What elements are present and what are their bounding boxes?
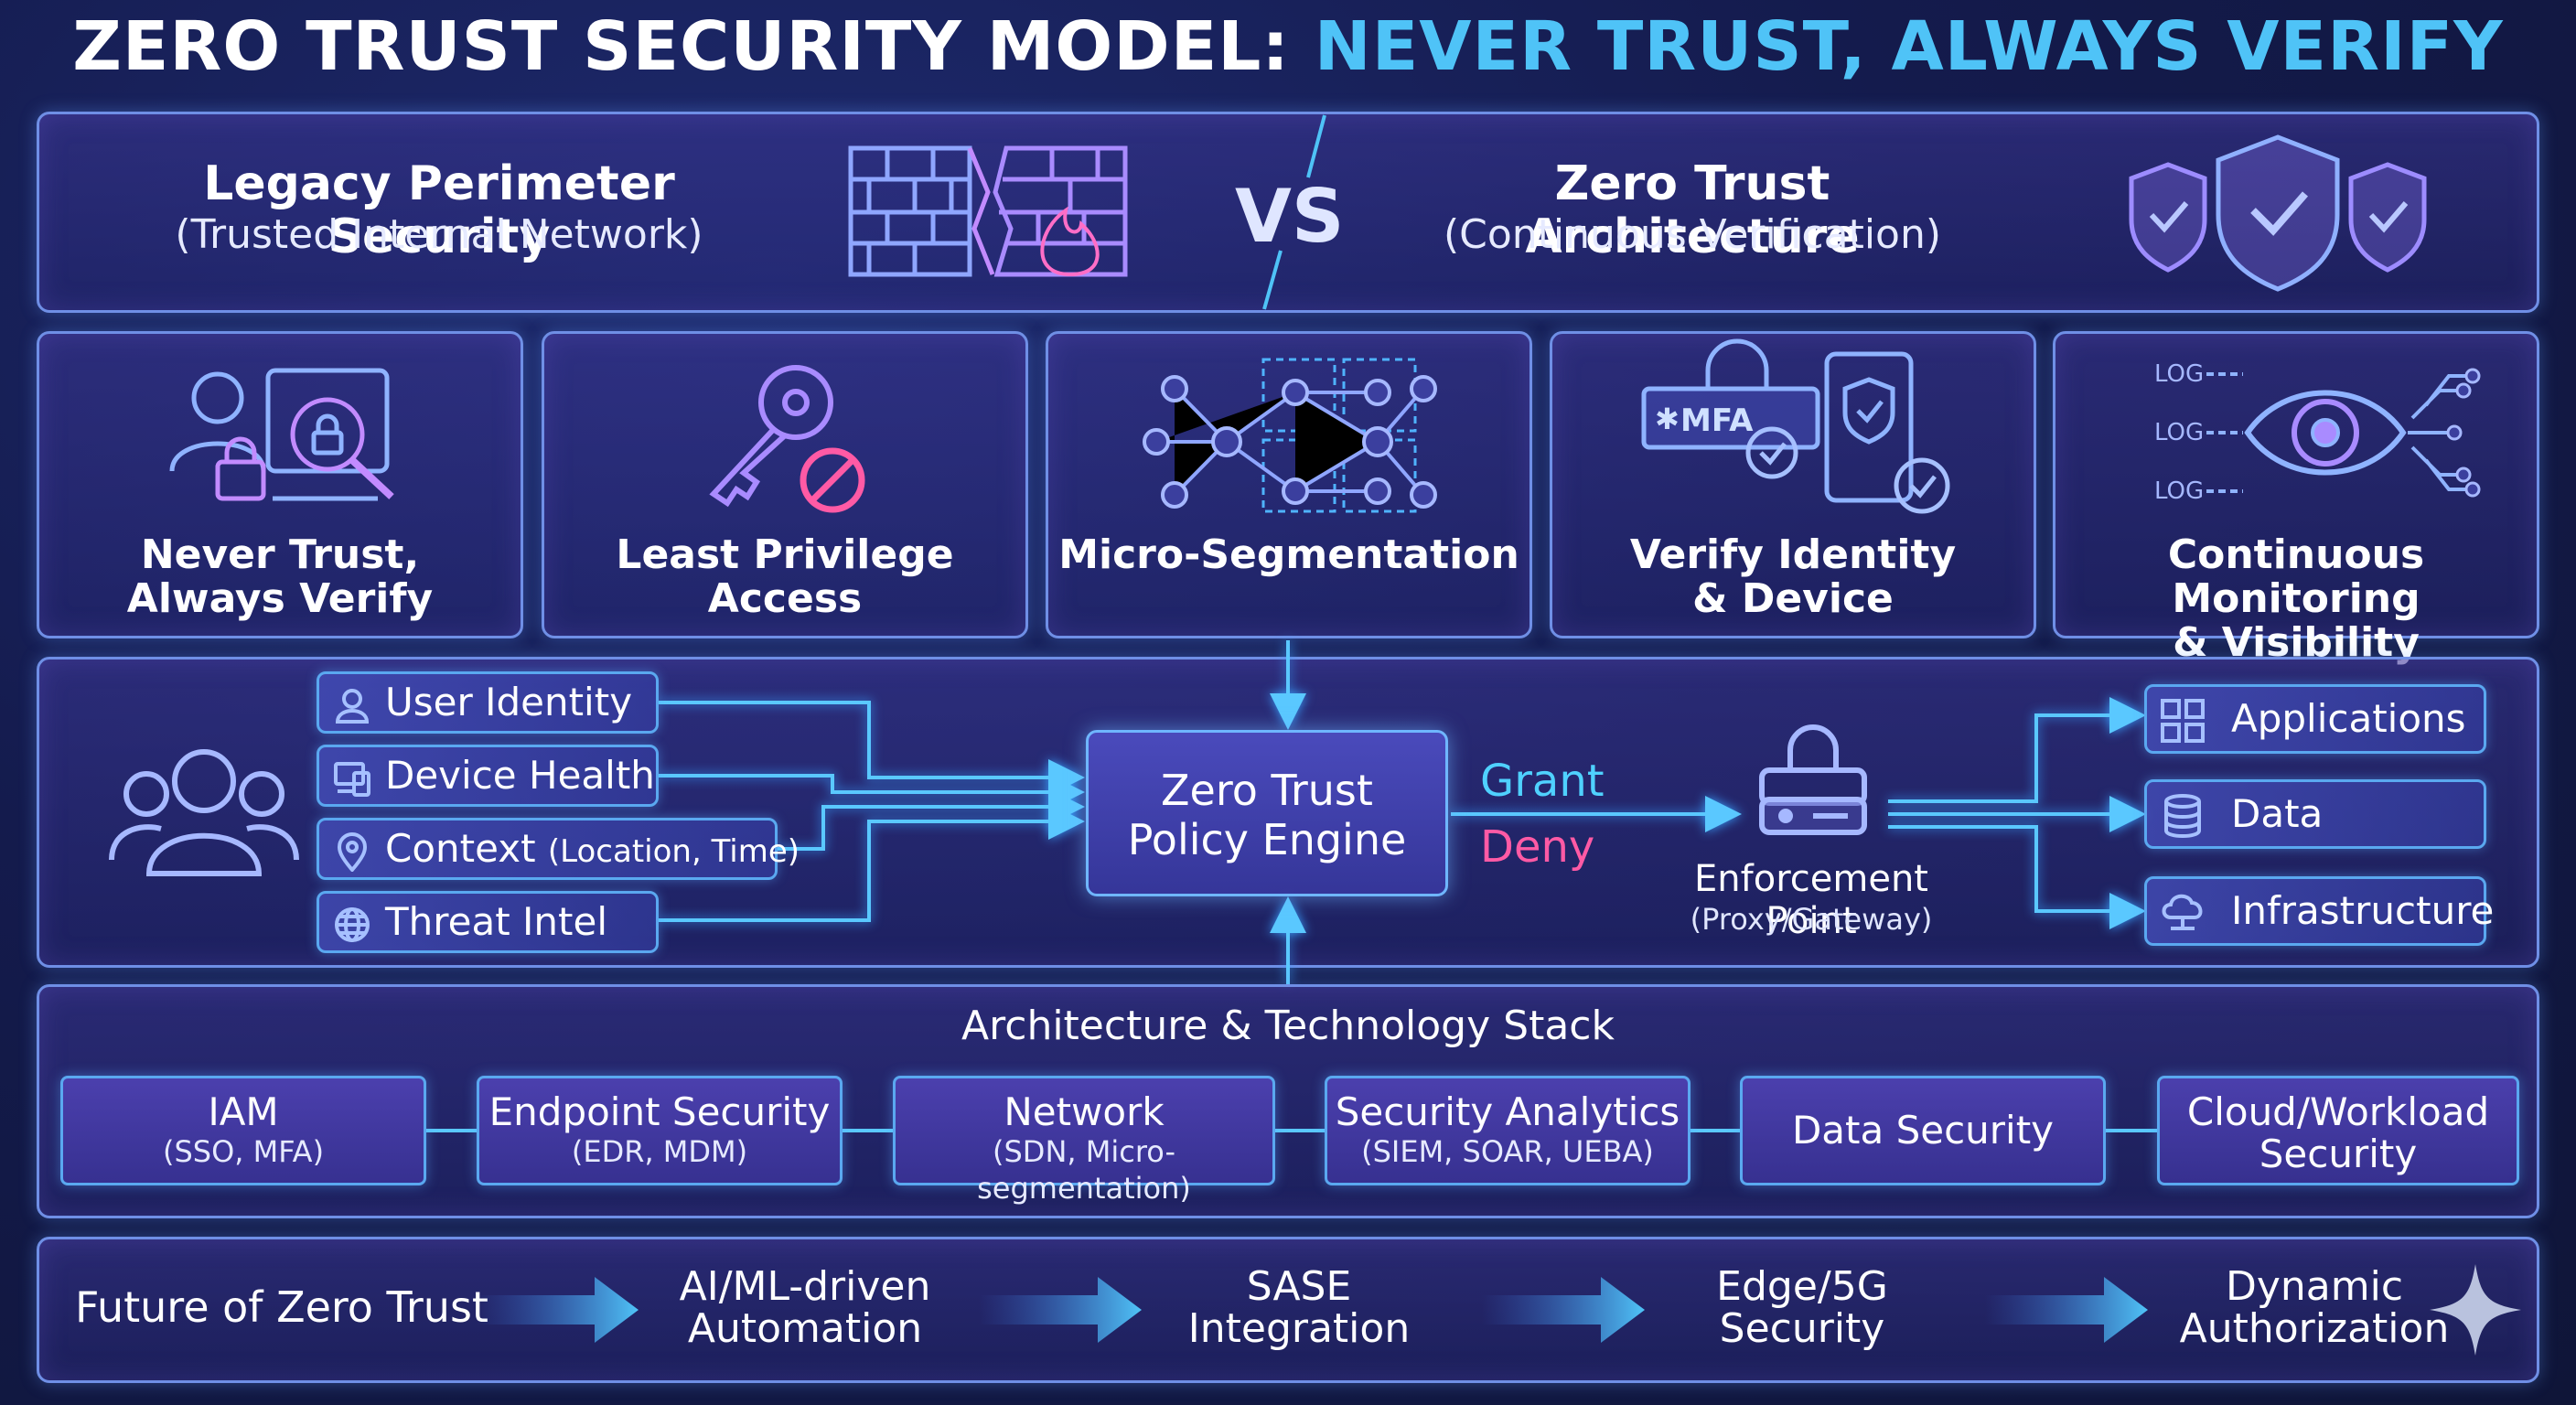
stack-item-label: Data Security xyxy=(1791,1108,2055,1153)
user-icon xyxy=(335,689,370,724)
vs-label: VS xyxy=(1235,174,1345,259)
input-user-identity: User Identity xyxy=(317,671,659,734)
shields-check-icon xyxy=(2129,134,2427,292)
legacy-title: Legacy Perimeter Security xyxy=(203,156,675,264)
input-label: Device Health xyxy=(385,753,655,798)
stack-item-detail: (SSO, MFA) xyxy=(162,1134,325,1169)
globe-icon xyxy=(335,907,370,942)
stack-item-analytics: Security Analytics (SIEM, SOAR, UEBA) xyxy=(1325,1076,1690,1185)
divider-slash xyxy=(1262,114,1326,310)
input-label: Threat Intel xyxy=(385,899,607,944)
principle-label: Verify Identity& Device xyxy=(1629,531,1957,622)
svg-text:LOG: LOG xyxy=(2154,419,2204,446)
arrow-icon xyxy=(476,1277,639,1343)
input-label-detail: (Location, Time) xyxy=(547,833,800,870)
principle-label: Micro-Segmentation xyxy=(1058,531,1519,578)
stack-item-label: Endpoint Security xyxy=(488,1089,831,1134)
apps-grid-icon xyxy=(2161,699,2205,743)
tech-stack-title: Architecture & Technology Stack xyxy=(961,1003,1615,1049)
tech-stack-panel xyxy=(37,984,2539,1218)
title-highlight: NEVER TRUST, ALWAYS VERIFY xyxy=(1314,7,2504,86)
stack-item-data-security: Data Security xyxy=(1740,1076,2106,1185)
output-label: Data xyxy=(2231,791,2324,836)
future-title: Future of Zero Trust xyxy=(75,1282,488,1332)
users-group-icon xyxy=(109,749,299,876)
grant-label: Grant xyxy=(1480,756,1605,807)
zero-trust-subtitle: (Continuous Verification) xyxy=(1443,211,1942,258)
key-denied-icon xyxy=(709,365,865,513)
output-infrastructure: Infrastructure xyxy=(2144,876,2494,946)
stack-item-network: Network (SDN, Micro-segmentation) xyxy=(893,1076,1275,1206)
database-icon xyxy=(2164,794,2201,838)
input-threat-intel: Threat Intel xyxy=(317,891,659,953)
principle-card-never-trust: Never Trust,Always Verify xyxy=(37,331,523,638)
enforcement-point-subtitle: (Proxy/Gateway) xyxy=(1690,902,1933,937)
input-context: Context (Location, Time) xyxy=(317,818,800,880)
arrow-icon xyxy=(979,1277,1142,1343)
output-data: Data xyxy=(2144,779,2486,849)
title-main: ZERO TRUST SECURITY MODEL: xyxy=(72,7,1315,86)
stack-item-detail: (EDR, MDM) xyxy=(571,1134,748,1169)
output-label: Applications xyxy=(2231,696,2466,741)
network-segments-icon xyxy=(1143,358,1437,513)
eye-log-icon: LOG LOG LOG xyxy=(2154,360,2481,505)
stack-item-cloud: Cloud/Workload Security xyxy=(2157,1076,2519,1185)
stack-item-endpoint: Endpoint Security (EDR, MDM) xyxy=(477,1076,843,1185)
principle-card-verify-identity: ✱ MFA Verify Identity& Device xyxy=(1550,331,2036,638)
zero-trust-title: Zero Trust Architecture xyxy=(1525,156,1860,264)
broken-firewall-icon xyxy=(848,145,1128,277)
stack-item-label-2: Security xyxy=(2259,1132,2418,1176)
stack-item-label: Security Analytics xyxy=(1335,1089,1680,1134)
stack-item-label: Cloud/Workload xyxy=(2186,1089,2490,1134)
sparkle-icon xyxy=(2430,1264,2521,1356)
stack-item-detail: (SIEM, SOAR, UEBA) xyxy=(1361,1134,1654,1169)
stack-item-iam: IAM (SSO, MFA) xyxy=(60,1076,426,1185)
output-label: Infrastructure xyxy=(2231,888,2495,933)
arrow-icon xyxy=(1985,1277,2148,1343)
stack-item-label: IAM xyxy=(208,1089,279,1134)
principle-card-monitoring: LOG LOG LOG Continuous Monitoring& Visib… xyxy=(2053,331,2539,665)
policy-engine-box: Zero Trust Policy Engine xyxy=(1086,730,1448,896)
gateway-lock-icon xyxy=(1759,724,1867,835)
output-applications: Applications xyxy=(2144,684,2486,754)
stack-item-detail: (SDN, Micro-segmentation) xyxy=(977,1134,1191,1206)
engine-line2: Policy Engine xyxy=(1127,815,1407,864)
devices-icon xyxy=(334,762,370,797)
arrow-icon xyxy=(1482,1277,1645,1343)
page-title: ZERO TRUST SECURITY MODEL: NEVER TRUST, … xyxy=(0,7,2576,86)
engine-line1: Zero Trust xyxy=(1161,766,1373,815)
input-label: User Identity xyxy=(385,680,633,724)
comparison-panel xyxy=(37,112,2539,313)
stack-item-label: Network xyxy=(1004,1089,1165,1134)
mfa-text: MFA xyxy=(1680,402,1754,439)
svg-text:LOG: LOG xyxy=(2154,360,2204,388)
cloud-infra-icon xyxy=(2162,894,2203,930)
input-device-health: Device Health xyxy=(317,745,659,807)
legacy-subtitle: (Trusted Internal Network) xyxy=(175,211,703,258)
mfa-device-icon: ✱ MFA xyxy=(1641,338,1950,514)
deny-label: Deny xyxy=(1480,821,1595,873)
principle-card-micro-segmentation: Micro-Segmentation xyxy=(1046,331,1532,638)
principle-label: Never Trust,Always Verify xyxy=(126,531,434,622)
user-lock-icon xyxy=(169,368,394,501)
enforcement-point-label: Enforcement Point xyxy=(1694,858,1928,942)
input-label: Context xyxy=(385,826,548,871)
location-pin-icon xyxy=(337,832,368,872)
svg-text:✱: ✱ xyxy=(1655,402,1680,436)
svg-text:LOG: LOG xyxy=(2154,477,2204,505)
